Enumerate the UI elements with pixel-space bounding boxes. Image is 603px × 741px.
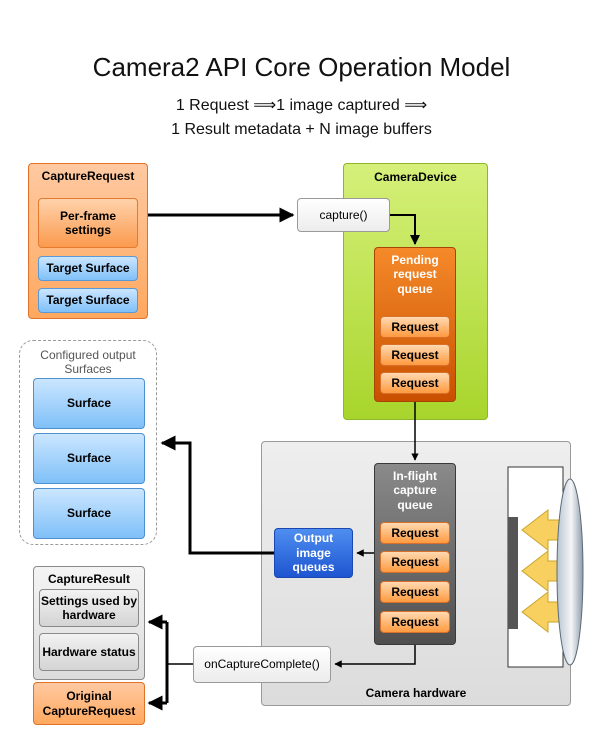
capture-result-panel: CaptureResult Settings used by hardware … [33, 566, 145, 680]
camera-lens [556, 478, 584, 666]
image-sensor [508, 517, 518, 629]
output-image-queues: Output image queues [274, 528, 353, 578]
light-arrows [521, 508, 563, 634]
capture-result-title: CaptureResult [47, 572, 130, 586]
on-capture-complete-box: onCaptureComplete() [193, 646, 331, 683]
pending-request-queue: Pending request queue Request Request Re… [374, 247, 456, 402]
arrow-inflight-to-callback [334, 645, 416, 668]
surface-2: Surface [33, 433, 145, 484]
camera-device-title: CameraDevice [374, 170, 457, 184]
pending-request-3: Request [380, 372, 450, 394]
arrow-capture-to-pending-queue [390, 214, 420, 245]
configured-surfaces-title: Configured output Surfaces [40, 348, 136, 376]
capture-request-title: CaptureRequest [41, 169, 135, 183]
capture-method-box: capture() [297, 198, 390, 232]
surface-1: Surface [33, 378, 145, 429]
inflight-request-3: Request [380, 581, 450, 603]
pending-request-1: Request [380, 316, 450, 338]
subtitle-line-2: 1 Result metadata + N image buffers [171, 121, 432, 138]
capture-request-panel: CaptureRequest Per-frame settings Target… [28, 163, 148, 319]
inflight-capture-queue: In-flight capture queue Request Request … [374, 463, 456, 645]
pending-queue-label: Pending request queue [391, 253, 439, 296]
original-capture-request: Original CaptureRequest [33, 682, 145, 725]
pending-request-2: Request [380, 344, 450, 366]
target-surface-2: Target Surface [38, 288, 138, 313]
inflight-request-4: Request [380, 611, 450, 633]
inflight-queue-label: In-flight capture queue [393, 469, 437, 512]
inflight-request-2: Request [380, 551, 450, 573]
diagram-title: Camera2 API Core Operation Model [92, 52, 511, 82]
camera-hardware-title: Camera hardware [365, 686, 467, 700]
settings-used-by-hardware: Settings used by hardware [39, 589, 139, 627]
per-frame-settings: Per-frame settings [38, 198, 138, 248]
target-surface-1: Target Surface [38, 256, 138, 281]
subtitle-line-1: 1 Request ⟹1 image captured ⟹ [175, 97, 428, 114]
inflight-request-1: Request [380, 522, 450, 544]
hardware-status: Hardware status [39, 633, 139, 671]
configured-surfaces-group: Configured output Surfaces Surface Surfa… [19, 340, 157, 545]
surface-3: Surface [33, 488, 145, 539]
arrow-output-to-surfaces [160, 435, 274, 555]
